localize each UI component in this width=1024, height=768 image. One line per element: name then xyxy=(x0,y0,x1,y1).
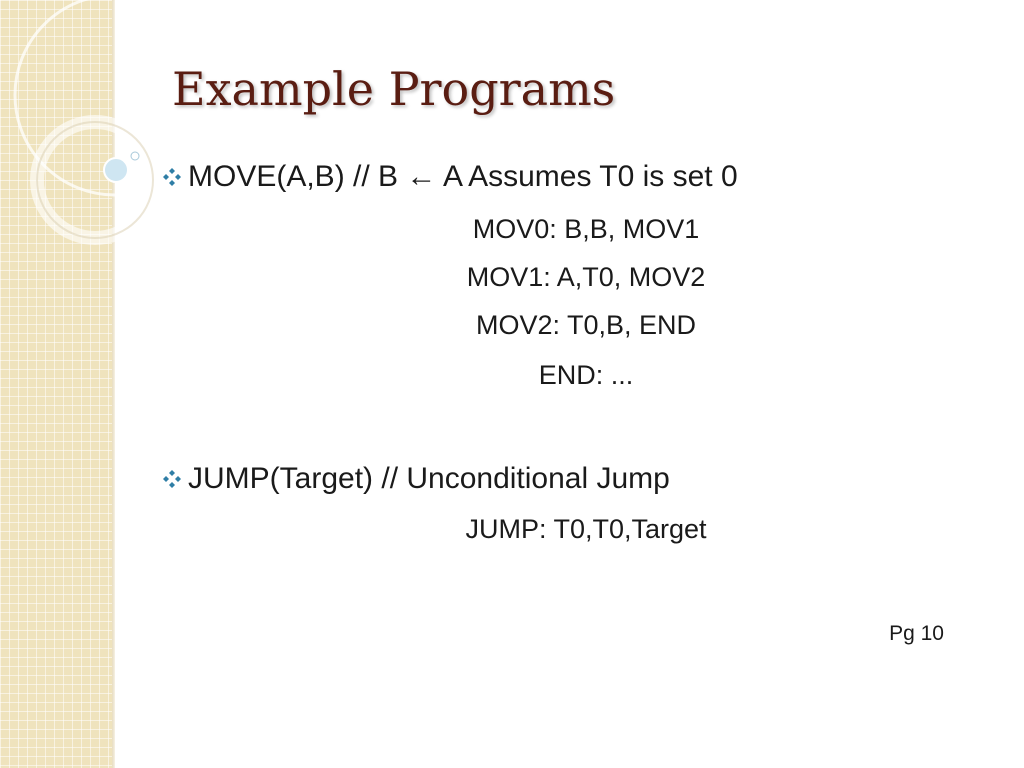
code-line: MOV1: A,T0, MOV2 xyxy=(466,262,706,292)
code-line: MOV2: T0,B, END xyxy=(475,310,697,340)
code-line: MOV0: B,B, MOV1 xyxy=(472,214,700,244)
bullet-move-text: MOVE(A,B) // B ← A Assumes T0 is set 0 xyxy=(188,160,738,193)
bullet-jump: JUMP(Target) // Unconditional Jump xyxy=(160,462,670,496)
slide-title: Example Programs xyxy=(172,62,616,116)
bullet-jump-text: JUMP(Target) // Unconditional Jump xyxy=(188,462,670,495)
diamond-bullet-icon xyxy=(163,168,181,186)
code-line: END: ... xyxy=(538,360,634,390)
bullet-move: MOVE(A,B) // B ← A Assumes T0 is set 0 xyxy=(160,160,738,194)
diamond-bullet-icon xyxy=(163,470,181,488)
code-line: JUMP: T0,T0,Target xyxy=(465,514,707,544)
decorative-side-strip xyxy=(0,0,112,768)
page-number: Pg 10 xyxy=(889,622,944,645)
side-strip-edge xyxy=(112,0,115,768)
